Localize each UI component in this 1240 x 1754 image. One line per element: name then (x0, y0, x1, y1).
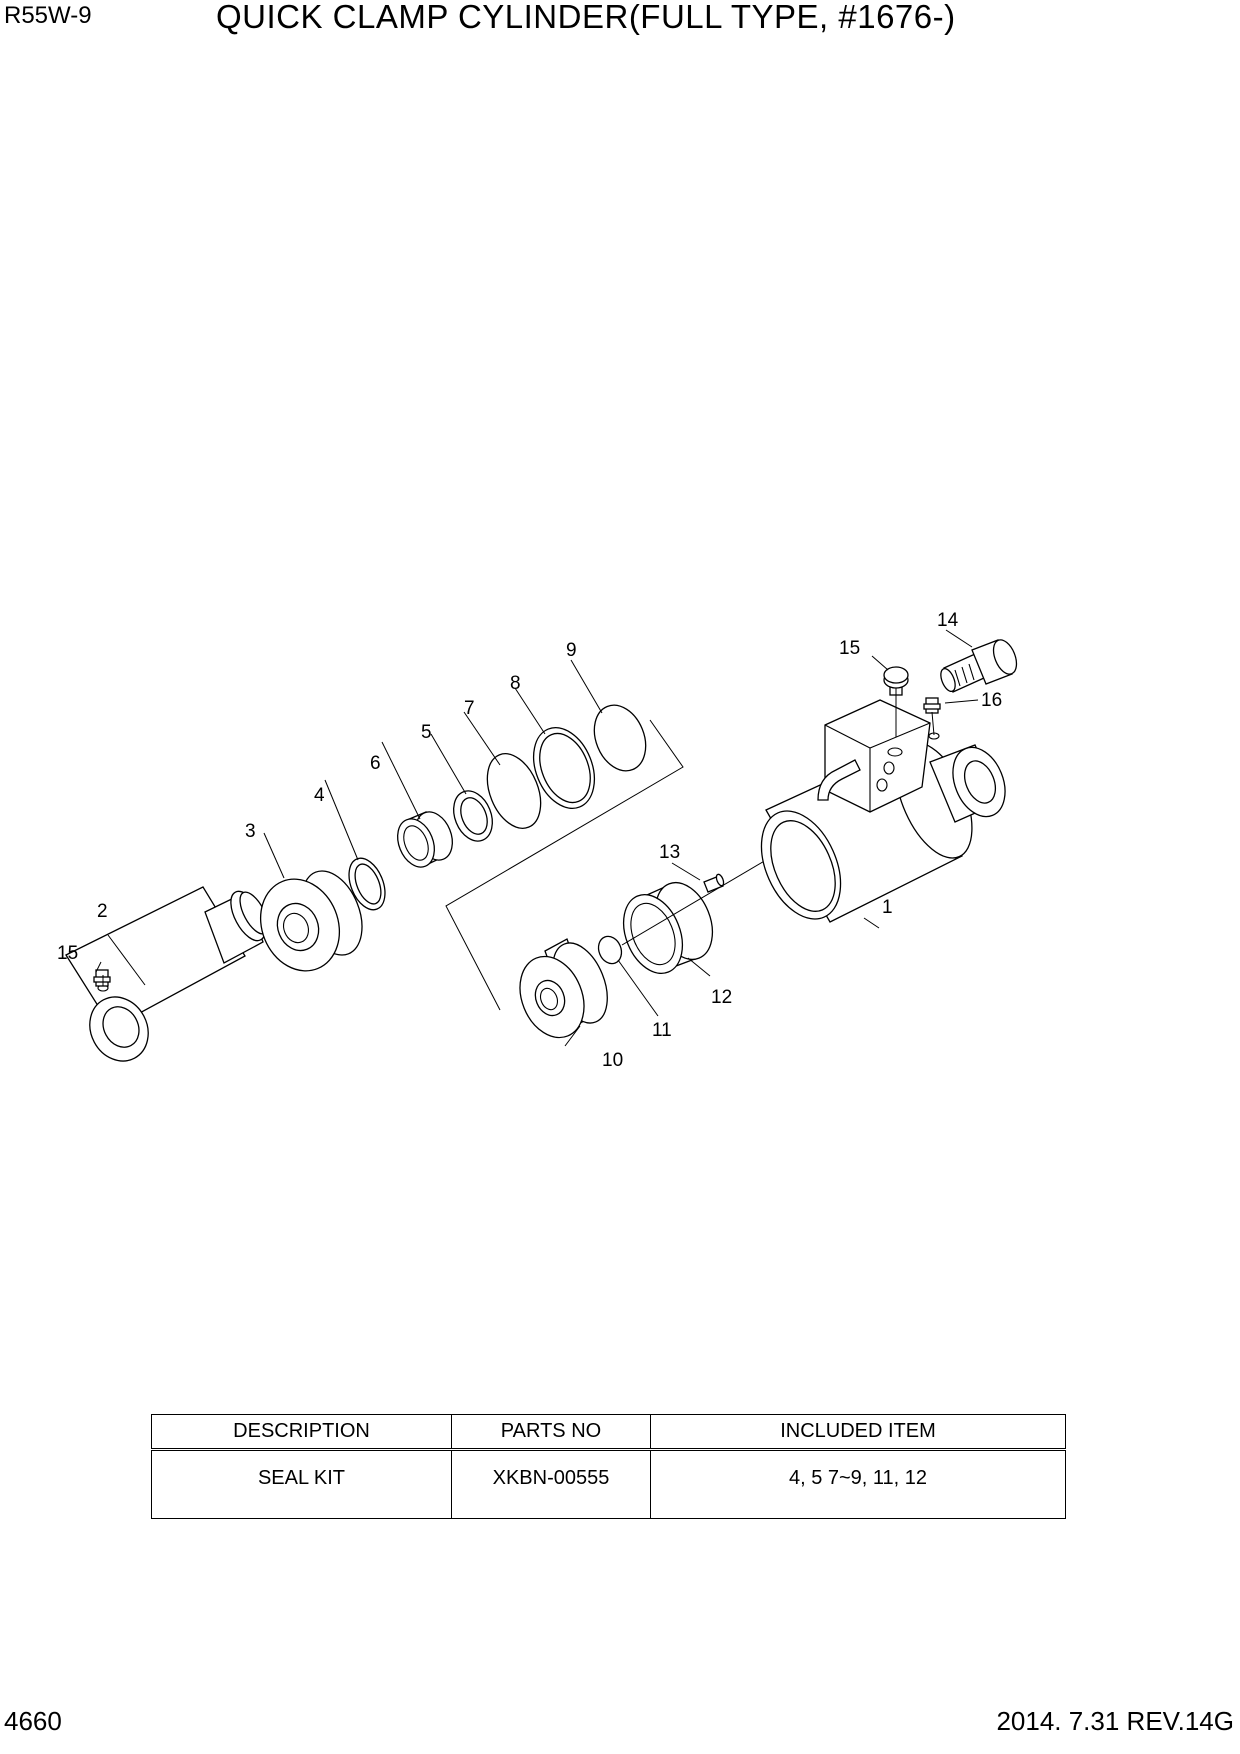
callout-13: 13 (659, 842, 680, 863)
table-header-row: DESCRIPTION PARTS NO INCLUDED ITEM (151, 1414, 1066, 1451)
part-14-check-valve (940, 639, 1018, 693)
part-1-cylinder-tube (760, 699, 1006, 923)
column-header-description: DESCRIPTION (151, 1414, 452, 1451)
callout-4: 4 (314, 785, 325, 806)
model-code: R55W-9 (4, 2, 92, 29)
page-number: 4660 (4, 1706, 62, 1736)
callout-16: 16 (981, 690, 1002, 711)
callout-11: 11 (652, 1020, 672, 1041)
callout-1: 1 (882, 897, 893, 918)
part-2-piston-rod (65, 886, 269, 1062)
page-title: QUICK CLAMP CYLINDER(FULL TYPE, #1676-) (216, 0, 956, 35)
callout-labels: 1 2 3 4 5 6 7 8 9 10 11 12 13 14 15 15 1… (57, 610, 1002, 1071)
part-5-rod-seal (453, 790, 493, 842)
callout-6: 6 (370, 753, 381, 774)
revision-date: 2014. 7.31 REV.14G (996, 1706, 1234, 1736)
part-8-o-ring (532, 727, 596, 809)
callout-5: 5 (421, 722, 432, 743)
callout-7: 7 (464, 698, 475, 719)
callout-3: 3 (245, 821, 256, 842)
cell-parts-no: XKBN-00555 (451, 1449, 651, 1519)
group-bracket (445, 719, 684, 1011)
part-7-backup-ring (486, 753, 542, 829)
callout-14: 14 (937, 610, 959, 631)
callout-12: 12 (711, 987, 732, 1008)
callout-8: 8 (510, 673, 521, 694)
part-15-grease-nipple-left (93, 969, 111, 987)
callout-15-top: 15 (839, 638, 860, 659)
callout-9: 9 (566, 640, 577, 661)
column-header-parts-no: PARTS NO (451, 1414, 651, 1451)
part-13-pin (703, 873, 725, 893)
part-9-backup-ring (593, 704, 647, 772)
column-header-included-item: INCLUDED ITEM (650, 1414, 1066, 1451)
part-12-piston-seal (622, 882, 714, 974)
callout-15-left: 15 (57, 943, 78, 964)
part-4-dust-wiper (348, 857, 386, 911)
part-6-bushing (397, 811, 453, 868)
part-16-grease-nipple (923, 697, 941, 714)
callout-2: 2 (97, 901, 108, 922)
part-3-rod-cover (259, 870, 363, 972)
assembly-axis-line (621, 859, 767, 946)
part-10-piston (519, 938, 608, 1039)
callout-10: 10 (602, 1050, 623, 1071)
leader-lines (95, 629, 979, 1047)
cell-included-item: 4, 5 7~9, 11, 12 (650, 1449, 1066, 1519)
cell-description: SEAL KIT (151, 1449, 452, 1519)
part-11-o-ring (597, 935, 623, 965)
seal-kit-table: DESCRIPTION PARTS NO INCLUDED ITEM SEAL … (151, 1414, 1066, 1519)
table-row: SEAL KIT XKBN-00555 4, 5 7~9, 11, 12 (151, 1449, 1066, 1519)
